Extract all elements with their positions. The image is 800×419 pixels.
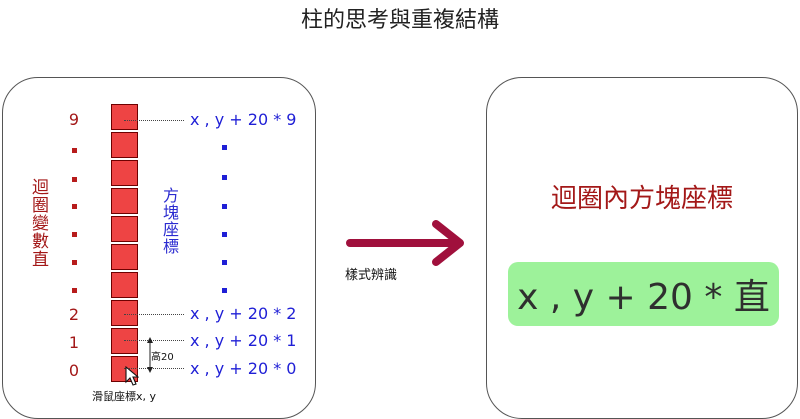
block-cell — [111, 160, 138, 186]
index-label-0: 0 — [68, 361, 80, 380]
leader-line — [124, 314, 184, 315]
ellipsis-dot — [222, 145, 227, 150]
leader-line — [124, 340, 184, 341]
ellipsis-dot — [72, 232, 77, 237]
height-caption: 高20 — [151, 352, 174, 363]
page-title: 柱的思考與重複結構 — [300, 8, 499, 33]
result-formula: x , y + 20 * 直 — [517, 277, 770, 318]
ellipsis-dot — [72, 148, 77, 153]
right-arrow-icon — [346, 220, 464, 266]
block-cell — [111, 216, 138, 242]
ellipsis-dot — [222, 232, 227, 237]
formula-1: x , y + 20 * 1 — [190, 331, 297, 350]
height-dimension-icon — [147, 337, 153, 373]
arrow-label: 樣式辨識 — [345, 268, 398, 283]
ellipsis-dot — [222, 204, 227, 209]
ellipsis-dot — [72, 288, 77, 293]
block-cell — [111, 244, 138, 270]
index-label-2: 2 — [68, 305, 80, 324]
block-cell — [111, 272, 138, 298]
ellipsis-dot — [222, 175, 227, 180]
block-cell — [111, 132, 138, 158]
block-cell — [111, 300, 138, 326]
formula-2: x , y + 20 * 2 — [190, 304, 297, 323]
left-panel — [2, 77, 316, 419]
right-panel — [486, 77, 798, 419]
leader-line — [124, 120, 184, 121]
block-cell — [111, 356, 138, 382]
block-coordinate-label: 方塊座標 — [160, 187, 179, 255]
result-formula-box: x , y + 20 * 直 — [508, 262, 779, 326]
block-cell — [111, 188, 138, 214]
loop-variable-label: 迴圈變數直 — [28, 178, 48, 268]
ellipsis-dot — [222, 288, 227, 293]
index-label-1: 1 — [68, 333, 80, 352]
mouse-coordinate-caption: 滑鼠座標x, y — [92, 390, 157, 403]
block-cell — [111, 328, 138, 354]
ellipsis-dot — [72, 204, 77, 209]
block-cell — [111, 104, 138, 130]
mouse-cursor-icon — [125, 366, 139, 386]
ellipsis-dot — [72, 260, 77, 265]
leader-line — [124, 368, 184, 369]
ellipsis-dot — [72, 177, 77, 182]
right-panel-heading: 迴圈內方塊座標 — [550, 184, 733, 214]
ellipsis-dot — [222, 260, 227, 265]
formula-0: x , y + 20 * 0 — [190, 359, 297, 378]
index-label-9: 9 — [68, 110, 80, 129]
formula-9: x , y + 20 * 9 — [190, 110, 297, 129]
